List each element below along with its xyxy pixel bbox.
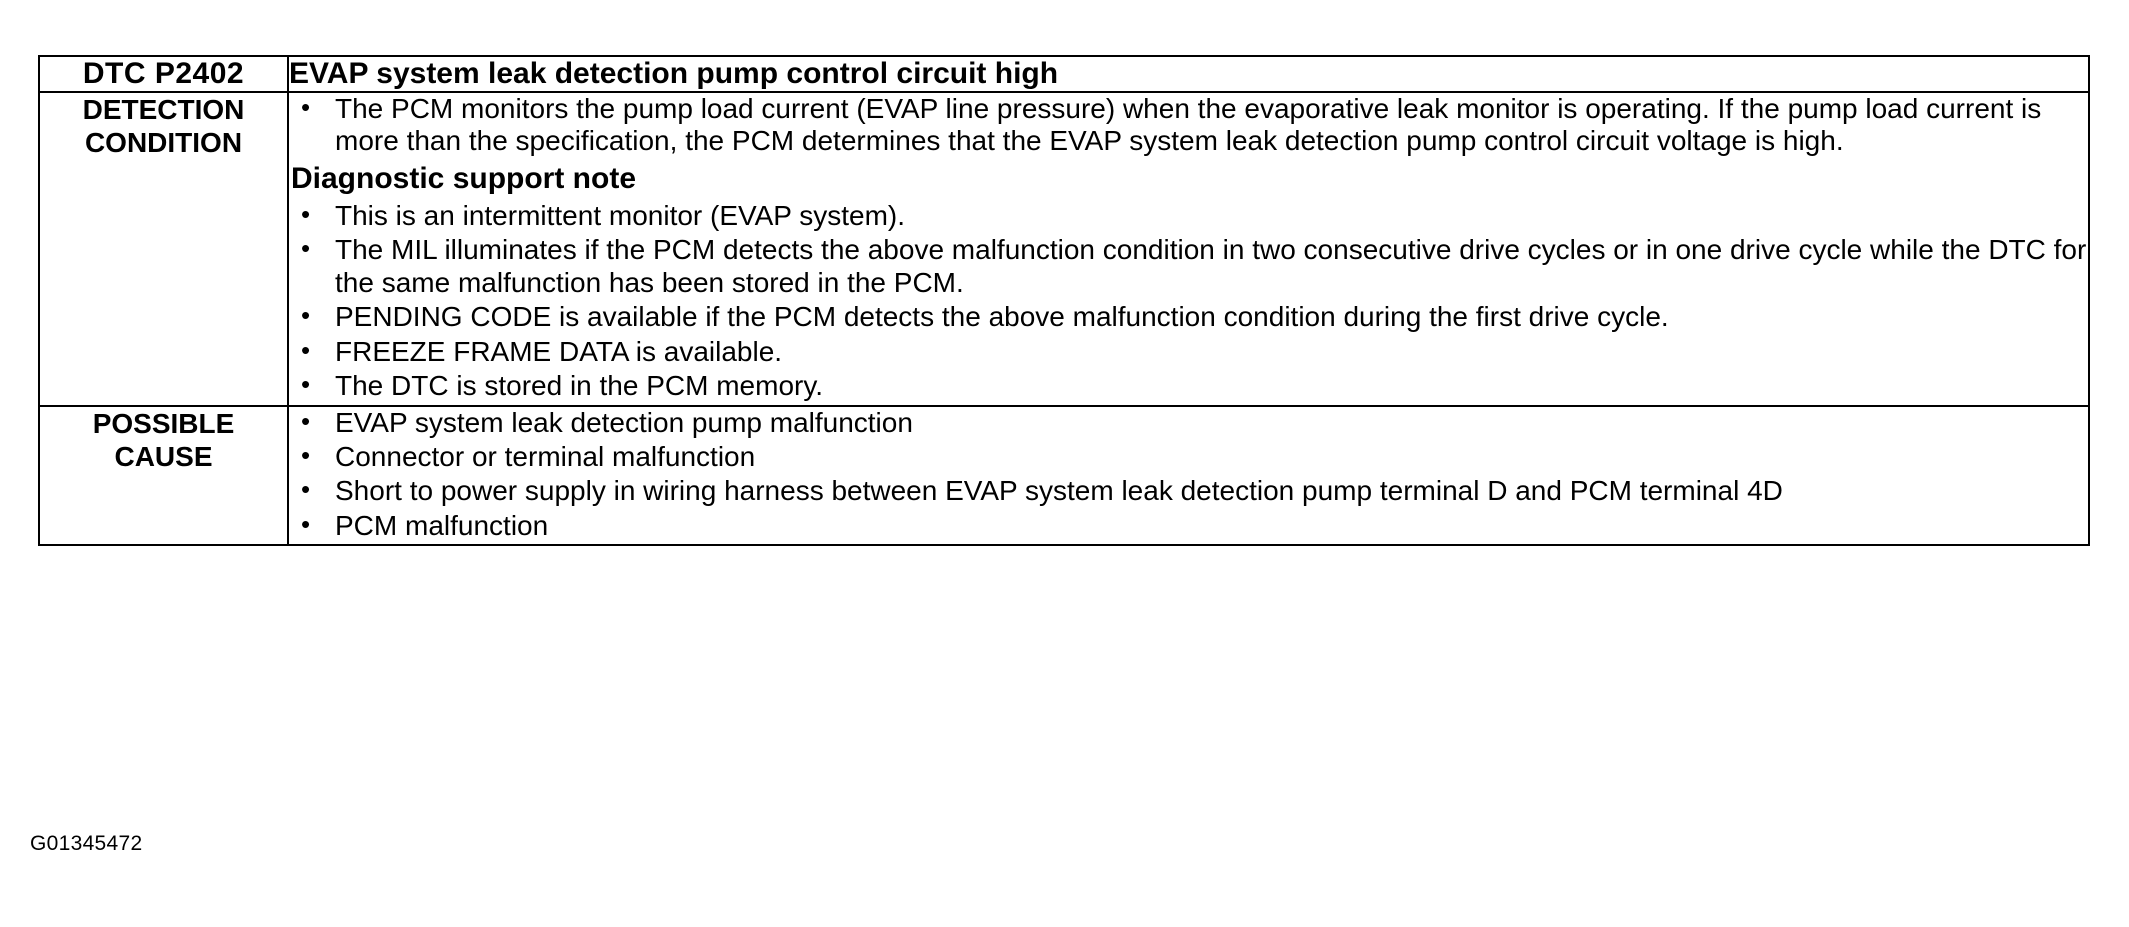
dtc-code-cell: DTC P2402 <box>38 55 289 93</box>
dtc-diagnostic-table: DTC P2402 EVAP system leak detection pum… <box>38 55 2090 547</box>
list-item: FREEZE FRAME DATA is available. <box>289 335 2088 368</box>
list-item: The DTC is stored in the PCM memory. <box>289 369 2088 402</box>
detection-condition-label-line-2: CONDITION <box>84 127 243 159</box>
list-item: Connector or terminal malfunction <box>289 440 2088 473</box>
list-item: Short to power supply in wiring harness … <box>289 474 2088 507</box>
list-item: The PCM monitors the pump load current (… <box>289 92 2088 158</box>
table-header-row: DTC P2402 EVAP system leak detection pum… <box>38 55 2090 93</box>
detection-condition-label-cell: DETECTION CONDITION <box>38 91 289 407</box>
possible-cause-bullet-list: EVAP system leak detection pump malfunct… <box>289 406 2088 543</box>
list-item: The MIL illuminates if the PCM detects t… <box>289 233 2088 299</box>
table-row-detection-condition: DETECTION CONDITION The PCM monitors the… <box>38 91 2090 407</box>
possible-cause-label-line-1: POSSIBLE <box>92 407 235 439</box>
figure-caption: G01345472 <box>30 832 143 855</box>
possible-cause-label-line-2: CAUSE <box>114 440 213 472</box>
possible-cause-body-cell: EVAP system leak detection pump malfunct… <box>287 404 2090 547</box>
detection-condition-label-line-1: DETECTION <box>82 94 245 125</box>
table-row-possible-cause: POSSIBLE CAUSE EVAP system leak detectio… <box>38 404 2090 547</box>
list-item: PCM malfunction <box>289 509 2088 542</box>
dtc-title-cell: EVAP system leak detection pump control … <box>287 55 2090 93</box>
diagnostic-support-note-heading: Diagnostic support note <box>291 161 636 195</box>
list-item: PENDING CODE is available if the PCM det… <box>289 300 2088 333</box>
detection-support-bullet-list: This is an intermittent monitor (EVAP sy… <box>289 199 2088 403</box>
possible-cause-label-cell: POSSIBLE CAUSE <box>38 404 289 547</box>
detection-condition-body-cell: The PCM monitors the pump load current (… <box>287 91 2090 407</box>
list-item: EVAP system leak detection pump malfunct… <box>289 406 2088 439</box>
list-item: This is an intermittent monitor (EVAP sy… <box>289 199 2088 232</box>
detection-primary-bullet-list: The PCM monitors the pump load current (… <box>289 92 2088 158</box>
